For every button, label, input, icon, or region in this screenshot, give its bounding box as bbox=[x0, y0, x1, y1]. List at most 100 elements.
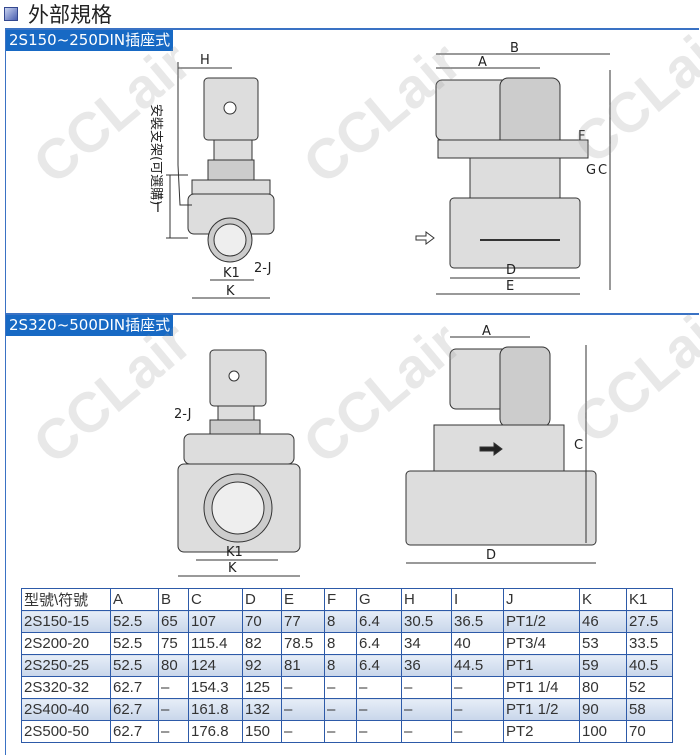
table-cell: 53 bbox=[579, 632, 627, 655]
table-cell: 154.3 bbox=[188, 676, 243, 699]
column-header: F bbox=[324, 588, 357, 611]
svg-text:2-J: 2-J bbox=[174, 407, 192, 422]
table-cell: 52.5 bbox=[110, 654, 159, 677]
page-title: 外部規格 bbox=[4, 0, 112, 28]
svg-text:I: I bbox=[156, 201, 160, 216]
table-cell: 6.4 bbox=[356, 654, 402, 677]
table-cell: 75 bbox=[158, 632, 189, 655]
table-cell: 81 bbox=[281, 654, 325, 677]
table-cell: PT1 1/2 bbox=[503, 698, 580, 721]
section-label: 2S320~500DIN插座式 bbox=[6, 315, 174, 336]
table-cell: – bbox=[356, 676, 402, 699]
svg-text:K1: K1 bbox=[223, 266, 240, 281]
table-cell: – bbox=[281, 698, 325, 721]
table-cell: – bbox=[324, 720, 357, 743]
flow-arrow-icon bbox=[415, 231, 435, 245]
table-cell: 40 bbox=[451, 632, 504, 655]
table-cell: PT1 bbox=[503, 654, 580, 677]
table-cell: 59 bbox=[579, 654, 627, 677]
table-cell: PT1 1/4 bbox=[503, 676, 580, 699]
table-cell: – bbox=[158, 720, 189, 743]
column-header: C bbox=[188, 588, 243, 611]
table-cell: 70 bbox=[242, 610, 282, 633]
table-cell: 44.5 bbox=[451, 654, 504, 677]
table-cell: 2S250-25 bbox=[21, 654, 111, 677]
table-cell: 6.4 bbox=[356, 610, 402, 633]
table-cell: 92 bbox=[242, 654, 282, 677]
table-cell: 100 bbox=[579, 720, 627, 743]
table-cell: 27.5 bbox=[626, 610, 673, 633]
table-cell: – bbox=[451, 698, 504, 721]
svg-text:C: C bbox=[598, 163, 607, 178]
svg-text:B: B bbox=[510, 41, 519, 56]
svg-text:K1: K1 bbox=[226, 545, 243, 560]
table-cell: 62.7 bbox=[110, 698, 159, 721]
bullet-square-icon bbox=[4, 7, 18, 21]
column-header: I bbox=[451, 588, 504, 611]
table-cell: 36.5 bbox=[451, 610, 504, 633]
table-cell: 161.8 bbox=[188, 698, 243, 721]
svg-text:D: D bbox=[506, 263, 516, 278]
table-cell: 77 bbox=[281, 610, 325, 633]
table-cell: 33.5 bbox=[626, 632, 673, 655]
table-cell: – bbox=[401, 676, 452, 699]
svg-text:C: C bbox=[574, 438, 583, 453]
valve-front-drawing-small: H I 2-J K1 K 安裝支架(可選購) bbox=[148, 53, 275, 299]
table-cell: 34 bbox=[401, 632, 452, 655]
section-2s150-250: 2S150~250DIN插座式 bbox=[5, 28, 699, 313]
table-cell: – bbox=[401, 720, 452, 743]
table-cell: 62.7 bbox=[110, 676, 159, 699]
table-cell: 115.4 bbox=[188, 632, 243, 655]
table-cell: – bbox=[356, 720, 402, 743]
svg-text:E: E bbox=[506, 279, 514, 294]
table-cell: 2S500-50 bbox=[21, 720, 111, 743]
column-header: 型號\符號 bbox=[21, 588, 111, 611]
column-header: J bbox=[503, 588, 580, 611]
column-header: H bbox=[401, 588, 452, 611]
table-cell: 6.4 bbox=[356, 632, 402, 655]
table-cell: 80 bbox=[579, 676, 627, 699]
column-header: G bbox=[356, 588, 402, 611]
table-cell: 2S320-32 bbox=[21, 676, 111, 699]
svg-text:K: K bbox=[226, 284, 235, 299]
table-cell: 65 bbox=[158, 610, 189, 633]
table-cell: 8 bbox=[324, 654, 357, 677]
valve-side-drawing-large: A C D bbox=[405, 325, 597, 564]
column-header: D bbox=[242, 588, 282, 611]
table-cell: – bbox=[281, 720, 325, 743]
svg-text:A: A bbox=[478, 55, 487, 70]
table-cell: PT3/4 bbox=[503, 632, 580, 655]
svg-text:D: D bbox=[486, 548, 496, 563]
section-2s320-500: 2S320~500DIN插座式 bbox=[5, 313, 699, 755]
table-cell: 82 bbox=[242, 632, 282, 655]
column-header: E bbox=[281, 588, 325, 611]
svg-text:A: A bbox=[482, 325, 491, 339]
table-cell: 8 bbox=[324, 610, 357, 633]
table-cell: – bbox=[158, 698, 189, 721]
svg-text:G: G bbox=[586, 163, 596, 178]
flow-arrow-icon bbox=[479, 442, 503, 456]
table-cell: – bbox=[324, 698, 357, 721]
table-cell: 70 bbox=[626, 720, 673, 743]
table-cell: 36 bbox=[401, 654, 452, 677]
table-cell: – bbox=[401, 698, 452, 721]
table-cell: 124 bbox=[188, 654, 243, 677]
table-cell: 52.5 bbox=[110, 610, 159, 633]
table-cell: 150 bbox=[242, 720, 282, 743]
table-cell: 2S400-40 bbox=[21, 698, 111, 721]
table-cell: 90 bbox=[579, 698, 627, 721]
svg-text:K: K bbox=[228, 561, 237, 576]
table-cell: – bbox=[324, 676, 357, 699]
table-cell: 8 bbox=[324, 632, 357, 655]
table-cell: – bbox=[281, 676, 325, 699]
svg-text:安裝支架(可選購): 安裝支架(可選購) bbox=[148, 104, 163, 205]
table-cell: 46 bbox=[579, 610, 627, 633]
table-cell: 80 bbox=[158, 654, 189, 677]
